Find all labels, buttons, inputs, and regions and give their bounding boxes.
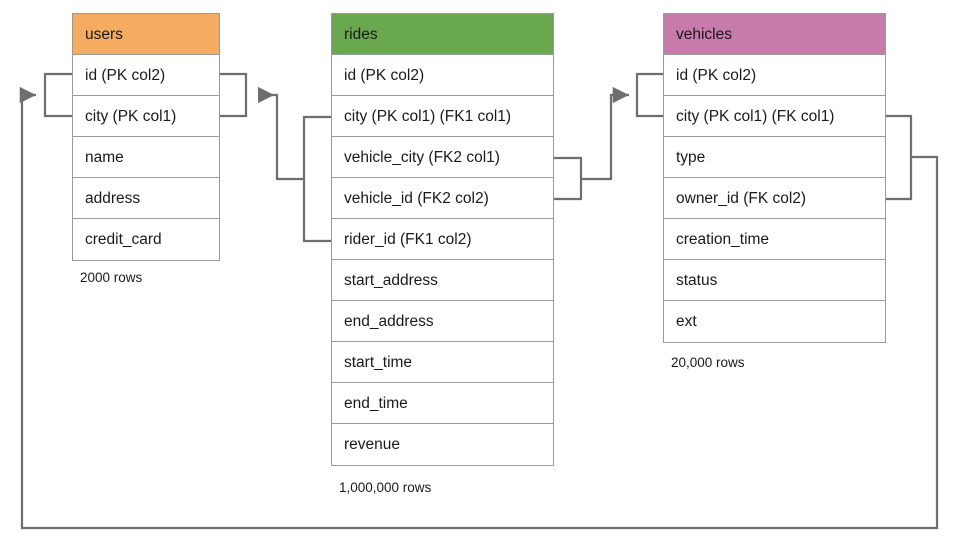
table-rides-column-revenue: revenue bbox=[332, 424, 553, 465]
table-users[interactable]: users id (PK col2) city (PK col1) name a… bbox=[72, 13, 220, 261]
table-vehicles-row-count: 20,000 rows bbox=[671, 355, 745, 370]
table-vehicles-column-ext: ext bbox=[664, 301, 885, 342]
edge-fk1-rides-bracket bbox=[302, 115, 331, 243]
table-vehicles[interactable]: vehicles id (PK col2) city (PK col1) (FK… bbox=[663, 13, 886, 343]
edge-fk-vehicles-bracket bbox=[886, 114, 913, 201]
table-rides-row-count: 1,000,000 rows bbox=[339, 480, 432, 495]
table-vehicles-column-status: status bbox=[664, 260, 885, 301]
table-vehicles-column-type: type bbox=[664, 137, 885, 178]
edge-fk2-path-to-vehicles bbox=[581, 86, 629, 181]
table-vehicles-column-id: id (PK col2) bbox=[664, 55, 885, 96]
table-rides-header: rides bbox=[332, 14, 553, 55]
table-users-header: users bbox=[73, 14, 219, 55]
table-vehicles-column-city: city (PK col1) (FK col1) bbox=[664, 96, 885, 137]
table-rides-column-id: id (PK col2) bbox=[332, 55, 553, 96]
table-rides-column-vehicle-city: vehicle_city (FK2 col1) bbox=[332, 137, 553, 178]
table-rides-column-end-address: end_address bbox=[332, 301, 553, 342]
table-users-column-city: city (PK col1) bbox=[73, 96, 219, 137]
table-rides[interactable]: rides id (PK col2) city (PK col1) (FK1 c… bbox=[331, 13, 554, 466]
table-rides-column-vehicle-id: vehicle_id (FK2 col2) bbox=[332, 178, 553, 219]
table-vehicles-column-owner-id: owner_id (FK col2) bbox=[664, 178, 885, 219]
table-users-column-credit-card: credit_card bbox=[73, 219, 219, 260]
table-users-row-count: 2000 rows bbox=[80, 270, 143, 285]
edge-fk2-vehicles-bracket bbox=[635, 72, 663, 118]
table-rides-column-start-address: start_address bbox=[332, 260, 553, 301]
table-users-column-address: address bbox=[73, 178, 219, 219]
table-rides-column-end-time: end_time bbox=[332, 383, 553, 424]
table-rides-column-start-time: start_time bbox=[332, 342, 553, 383]
table-vehicles-column-creation-time: creation_time bbox=[664, 219, 885, 260]
edge-fk2-rides-bracket bbox=[554, 156, 583, 201]
edge-fk-users-bracket bbox=[43, 72, 72, 118]
table-users-column-name: name bbox=[73, 137, 219, 178]
table-rides-column-rider-id: rider_id (FK1 col2) bbox=[332, 219, 553, 260]
edge-fk1-users-bracket bbox=[220, 72, 248, 118]
edge-fk1-path-to-users bbox=[258, 86, 304, 181]
table-users-column-id: id (PK col2) bbox=[73, 55, 219, 96]
table-vehicles-header: vehicles bbox=[664, 14, 885, 55]
table-rides-column-city: city (PK col1) (FK1 col1) bbox=[332, 96, 553, 137]
